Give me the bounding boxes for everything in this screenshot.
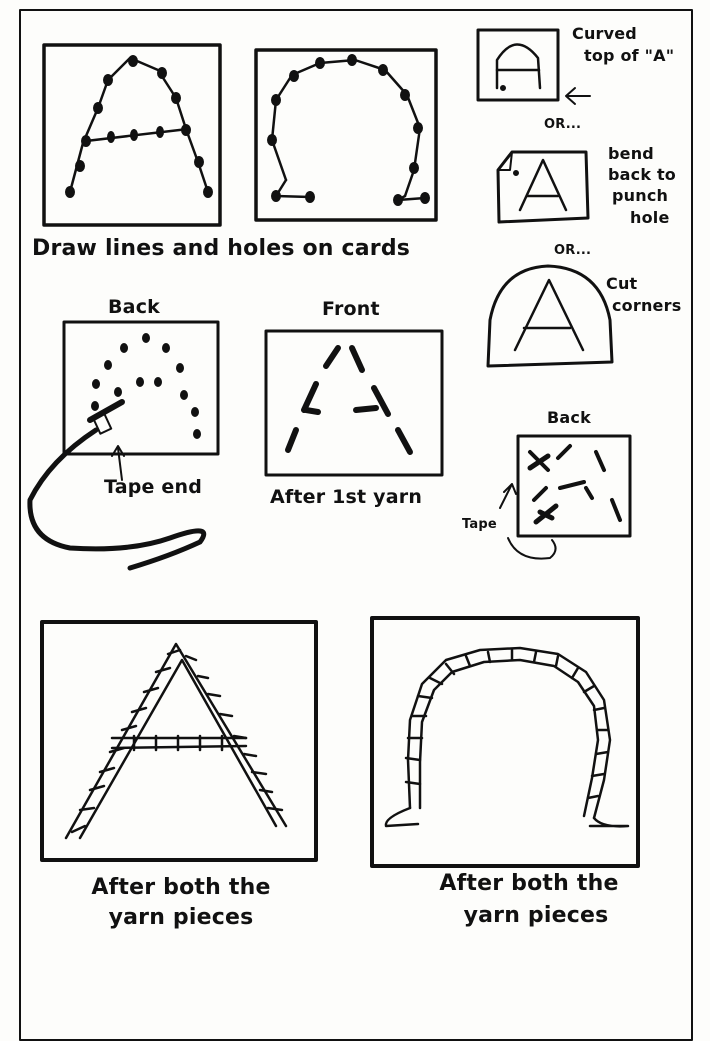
card-finished-arch <box>372 618 638 866</box>
card-arch-hole-dots <box>267 54 430 206</box>
label-tape-end: Tape end <box>104 478 202 498</box>
arrow-tape-icon <box>500 484 516 508</box>
tape-curve <box>508 538 556 559</box>
label-draw-lines-holes: Draw lines and holes on cards <box>32 237 410 260</box>
label-cut-corners-line2: corners <box>612 298 681 315</box>
card-cut-corners <box>488 266 612 366</box>
arrow-left-icon <box>566 88 590 104</box>
label-or-2: OR... <box>554 244 591 258</box>
label-bend-back-line2: back to <box>608 167 676 184</box>
label-cut-corners-line1: Cut <box>606 276 637 293</box>
card-back-tape <box>500 436 630 559</box>
card-finished-a <box>42 622 316 860</box>
card-back-dots <box>30 322 218 568</box>
label-bend-back-line3: punch <box>612 188 668 205</box>
label-after-both-left-line2: yarn pieces <box>96 906 266 929</box>
label-back-2: Back <box>547 410 591 427</box>
label-back-1: Back <box>108 298 160 318</box>
arrow-up-icon <box>112 446 124 480</box>
label-curved-top-line2: top of "A" <box>584 48 674 65</box>
label-after-first-yarn: After 1st yarn <box>270 488 422 508</box>
label-bend-back-line1: bend <box>608 146 654 163</box>
label-curved-top-line1: Curved <box>572 26 637 43</box>
label-tape: Tape <box>462 518 497 532</box>
card-a-hole-dots <box>65 55 213 198</box>
card-front-dashed <box>266 331 442 475</box>
label-bend-back-line4: hole <box>630 210 670 227</box>
card-a-holes <box>44 45 220 225</box>
label-after-both-right-line1: After both the <box>424 872 634 895</box>
card-bend-back <box>498 152 588 222</box>
label-or-1: OR... <box>544 118 581 132</box>
label-after-both-right-line2: yarn pieces <box>446 904 626 927</box>
yarn-tail <box>30 430 204 568</box>
label-after-both-left-line1: After both the <box>76 876 286 899</box>
card-arch-holes <box>256 50 436 220</box>
label-front: Front <box>322 300 380 320</box>
